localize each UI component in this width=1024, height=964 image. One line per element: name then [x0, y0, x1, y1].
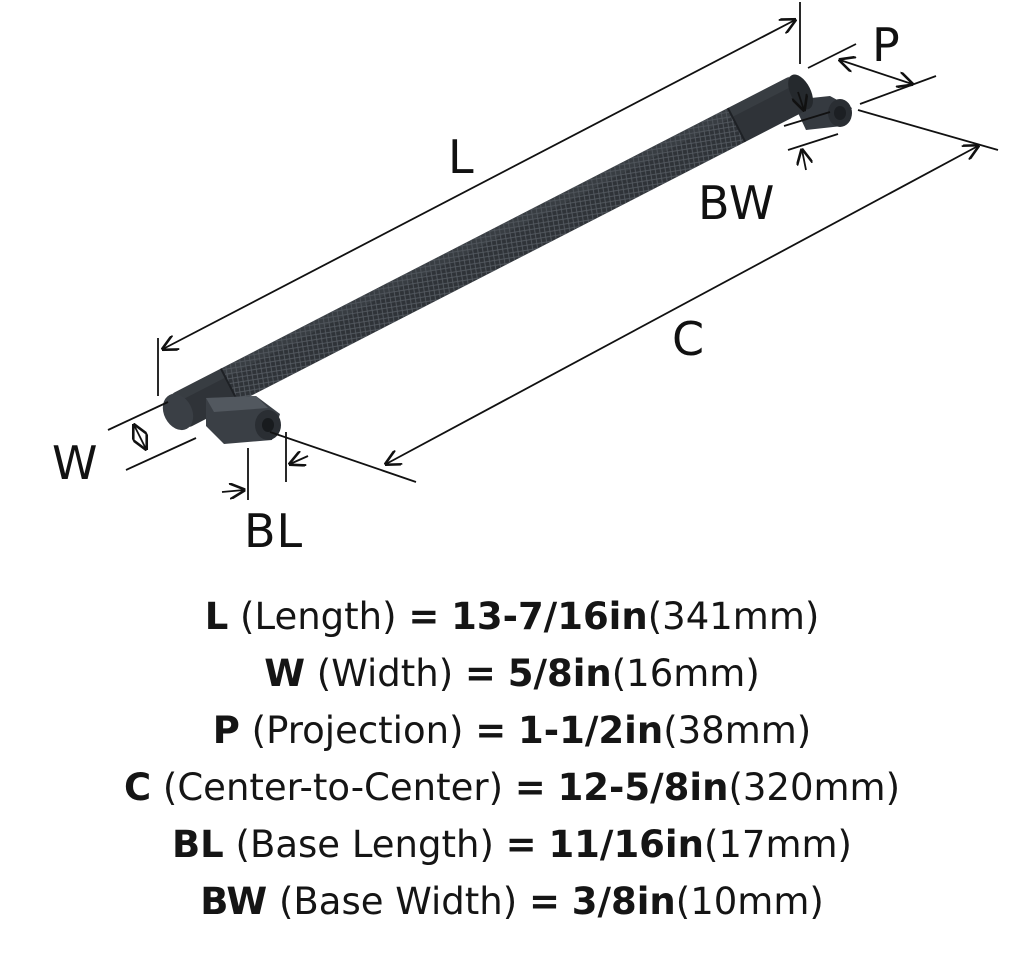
spec-width: W (Width) = 5/8in(16mm) [264, 652, 760, 695]
spec-list: L (Length) = 13-7/16in(341mm) W (Width) … [0, 588, 1024, 930]
spec-length: L (Length) = 13-7/16in(341mm) [204, 595, 820, 638]
left-post [206, 396, 281, 444]
BL-arrow-right [290, 456, 309, 464]
spec-base-width: BW (Base Width) = 3/8in(10mm) [200, 880, 824, 923]
spec-center-to-center: C (Center-to-Center) = 12-5/8in(320mm) [123, 766, 901, 809]
label-W: W [52, 436, 99, 490]
W-extension-top [107, 401, 169, 431]
C-extension-left [269, 431, 417, 483]
spec-projection: P (Projection) = 1-1/2in(38mm) [212, 709, 812, 752]
BL-arrow-left [221, 490, 244, 492]
P-extension-a [807, 43, 857, 69]
BW-extension-top [783, 111, 831, 127]
W-extension-bottom [125, 437, 197, 471]
P-extension-b [859, 75, 937, 105]
BW-arrow-bottom [802, 150, 806, 171]
label-P: P [872, 18, 901, 72]
BW-arrow-top [798, 91, 804, 110]
dimension-lines [107, 2, 999, 500]
label-L: L [448, 130, 475, 184]
C-extension-right [857, 109, 999, 151]
bar-handle [162, 74, 852, 444]
C-dimension-arrow [386, 146, 978, 464]
P-dimension-arrow [840, 60, 912, 84]
dimension-diagram: L W P C BL BW [52, 2, 999, 558]
handle-drawing [107, 2, 999, 500]
BW-extension-bottom [787, 133, 839, 151]
label-C: C [672, 312, 706, 366]
W-dimension-arrow [134, 425, 146, 449]
spec-base-length: BL (Base Length) = 11/16in(17mm) [171, 823, 852, 866]
label-BL: BL [244, 504, 304, 558]
label-BW: BW [698, 176, 776, 230]
rod [162, 74, 814, 431]
